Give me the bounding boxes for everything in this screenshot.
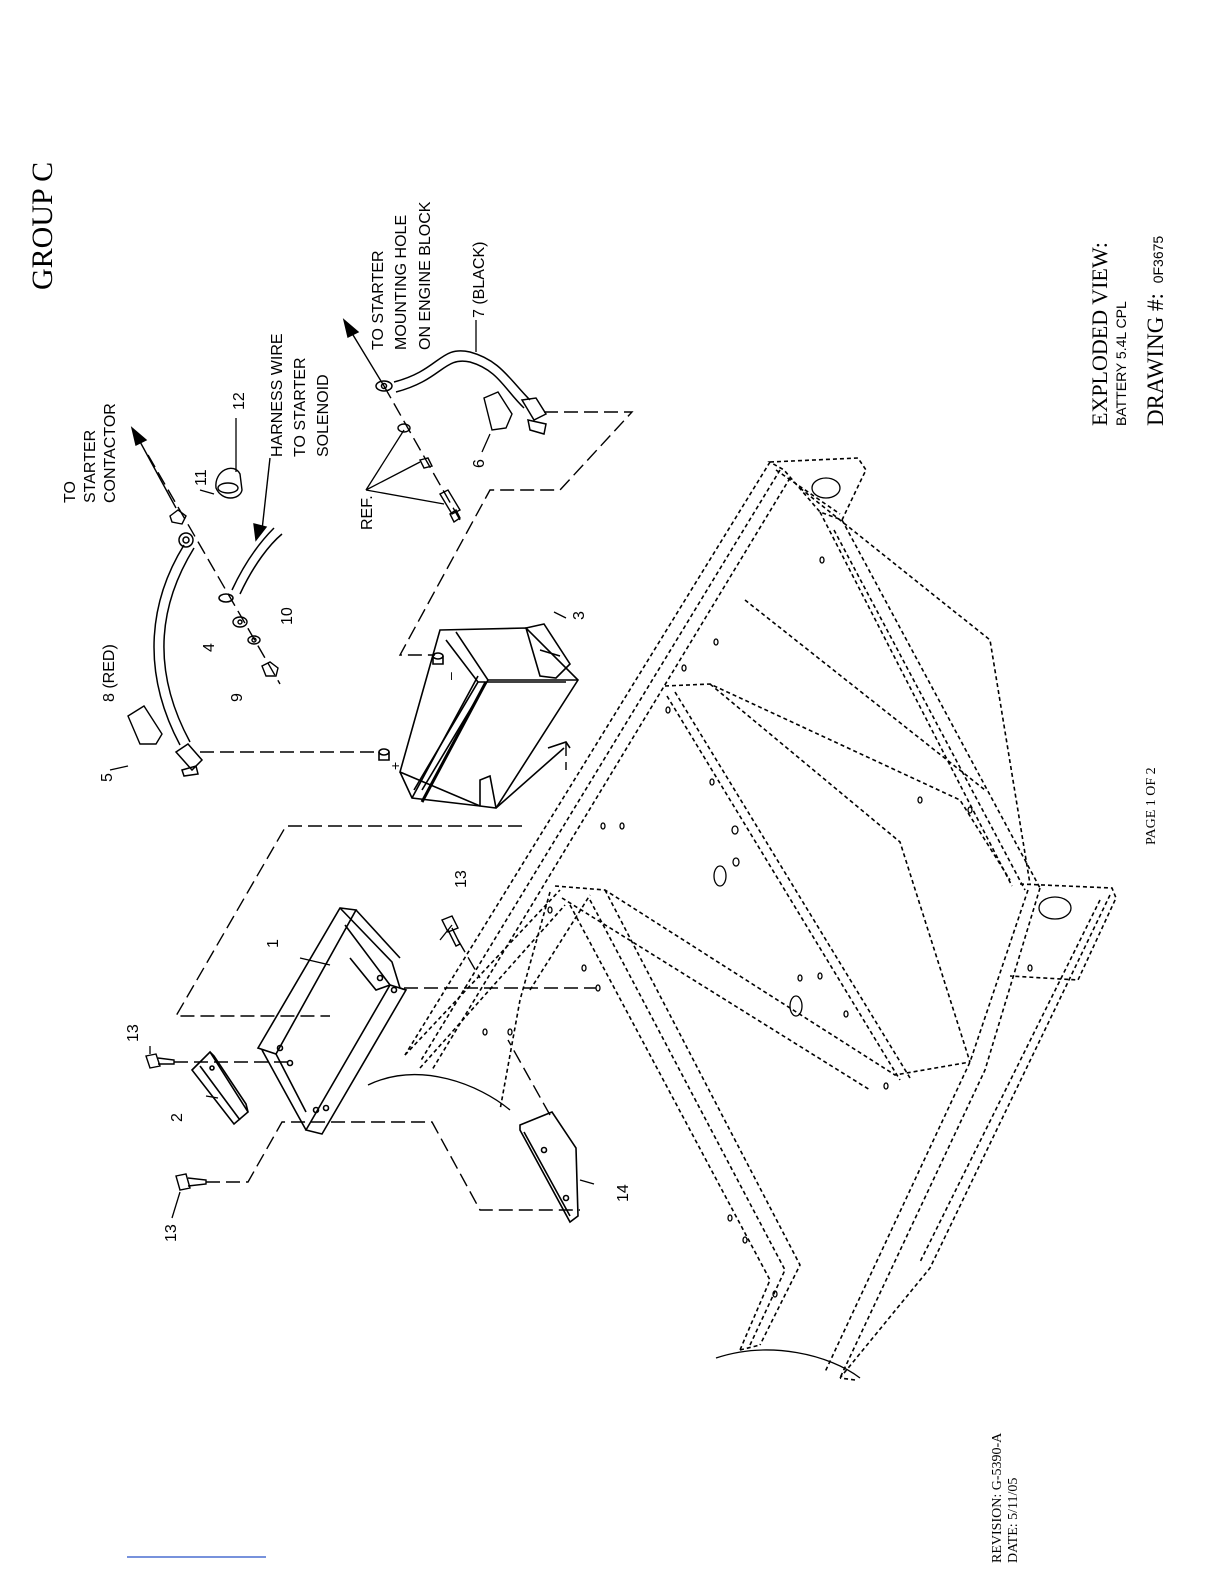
- callout-harness-wire-3: SOLENOID: [315, 374, 332, 457]
- part-3-label: 3: [571, 611, 588, 620]
- part-13-label-lower: 13: [163, 1224, 180, 1242]
- title-view: EXPLODED VIEW:: [1087, 242, 1112, 426]
- callout-harness-wire-2: TO STARTER: [292, 357, 309, 457]
- part-4-label: 4: [201, 643, 218, 652]
- part-2-label: 2: [169, 1113, 186, 1122]
- hold-down-bracket: [192, 1052, 248, 1124]
- callout-to-starter-contactor-1: TO: [62, 481, 79, 503]
- part-13-label-frame: 13: [453, 870, 470, 888]
- callout-ref: REF.: [359, 495, 376, 530]
- part-6-label: 6: [471, 459, 488, 468]
- drawing-prefix: DRAWING #:: [1143, 293, 1168, 426]
- svg-text:DRAWING #: 0F3675: DRAWING #: 0F3675: [1143, 236, 1168, 426]
- black-cable: [376, 351, 546, 434]
- part-7-label: 7 (BLACK): [471, 242, 488, 318]
- revision-label: REVISION: G-5390-A: [990, 1432, 1005, 1563]
- drawing-number: 0F3675: [1150, 236, 1166, 284]
- callout-starter-mounting-3: ON ENGINE BLOCK: [417, 201, 434, 350]
- title-block: EXPLODED VIEW: BATTERY 5.4L CPL DRAWING …: [1087, 236, 1168, 426]
- callout-to-starter-contactor-2: STARTER: [82, 430, 99, 503]
- callout-starter-mounting-1: TO STARTER: [370, 250, 387, 350]
- part-1-label: 1: [265, 939, 282, 948]
- battery-positive-symbol: +: [387, 762, 403, 770]
- bolt-13-upper: [146, 1054, 174, 1068]
- battery-negative-symbol: –: [442, 672, 458, 680]
- red-cable: [154, 533, 202, 776]
- callout-starter-mounting-2: MOUNTING HOLE: [393, 215, 410, 350]
- callout-to-starter-contactor-3: CONTACTOR: [102, 403, 119, 503]
- part-14-label: 14: [615, 1184, 632, 1202]
- break-lines: [368, 1075, 860, 1378]
- base-frame: [405, 458, 1116, 1380]
- harness-wire: [219, 528, 282, 602]
- part-13-label-upper: 13: [125, 1024, 142, 1042]
- part-9-label: 9: [229, 693, 246, 702]
- group-label: GROUP C: [26, 162, 59, 290]
- date-label: DATE: 5/11/05: [1006, 1478, 1021, 1563]
- bolt-13-frame: [442, 916, 460, 946]
- bolt-13-lower: [176, 1174, 206, 1190]
- battery: [379, 624, 578, 808]
- arrows: [132, 320, 384, 540]
- mount-bracket: [520, 1112, 578, 1222]
- part-12-label: 12: [231, 392, 248, 410]
- explosion-lines: [148, 386, 632, 1210]
- callout-harness-wire-1: HARNESS WIRE: [269, 333, 286, 457]
- part-5-label: 5: [99, 773, 116, 782]
- part-8-label: 8 (RED): [101, 644, 118, 702]
- ref-leaders: [366, 430, 444, 504]
- title-subject: BATTERY 5.4L CPL: [1113, 301, 1129, 426]
- page-label: PAGE 1 OF 2: [1144, 767, 1159, 845]
- part-11-label: 11: [193, 469, 210, 486]
- part-10-label: 10: [279, 607, 296, 625]
